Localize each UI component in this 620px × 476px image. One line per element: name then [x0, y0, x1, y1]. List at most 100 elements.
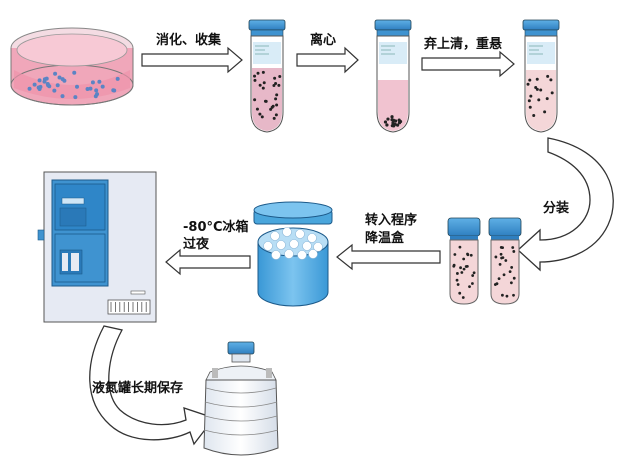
cell-dot [546, 74, 550, 78]
cell-dot [497, 277, 501, 281]
cell-dot [75, 84, 80, 89]
vial-slot [289, 239, 299, 249]
label-centrifuge: 离心 [310, 32, 336, 48]
cell-dot [27, 86, 32, 91]
freezing-container [253, 201, 333, 307]
arrow-discard-resuspend [421, 50, 515, 78]
cell-dot [38, 84, 43, 89]
cell-dot [253, 78, 257, 82]
cell-dot [395, 123, 400, 127]
cell-dot [42, 79, 47, 84]
cell-dot [385, 123, 389, 127]
cell-dot [275, 93, 279, 97]
cell-dot [502, 273, 506, 277]
label-transfer-box-line1: 转入程序 [365, 212, 417, 228]
ultra-low-freezer [37, 171, 157, 323]
cell-dot [253, 74, 257, 78]
cell-dot [512, 276, 516, 280]
label-digest-collect: 消化、收集 [156, 32, 222, 48]
cell-dot [549, 78, 553, 82]
cell-dot [88, 86, 93, 91]
cell-dot [535, 87, 539, 91]
cell-dot [46, 83, 51, 88]
label-freezer-line1: -80°C冰箱 [183, 219, 249, 235]
label-liquid-nitrogen: 液氮罐长期保存 [92, 380, 183, 396]
cell-dot [60, 94, 65, 99]
cell-dot [455, 278, 459, 282]
cell-dot [383, 120, 388, 124]
liquid-nitrogen-tank [203, 341, 279, 456]
cell-dot [261, 86, 265, 90]
vial-slot [307, 233, 317, 243]
vial-slot [295, 229, 305, 239]
cell-dot [495, 282, 499, 286]
cell-dot [452, 264, 456, 268]
cell-dot [466, 253, 470, 257]
tube-suspension [248, 19, 286, 133]
cell-dot [504, 259, 508, 262]
cell-dot [462, 267, 466, 271]
cell-dot [545, 97, 549, 101]
cell-dot [509, 281, 513, 285]
cell-dot [462, 257, 466, 261]
cell-dot [469, 253, 473, 257]
cell-dot [275, 103, 279, 107]
cell-dot [456, 272, 459, 275]
cell-dot [262, 81, 266, 85]
cell-dot [456, 283, 460, 286]
cell-dot [100, 84, 105, 89]
cell-dot [274, 113, 278, 117]
cell-dot [72, 70, 77, 75]
cell-dot [270, 105, 274, 109]
label-discard-resuspend: 弃上清，重悬 [424, 36, 502, 52]
cell-dot [472, 271, 476, 275]
cell-dot [464, 265, 468, 268]
cell-dot [511, 246, 515, 249]
cell-dot [535, 77, 539, 81]
label-transfer-box-line2: 降温盒 [365, 230, 405, 246]
cryovial-right-cells [493, 246, 516, 298]
tube-pellet-cells [383, 115, 403, 128]
cell-dot [512, 250, 516, 253]
cell-dot [260, 115, 264, 119]
cell-dot [94, 88, 99, 93]
tube-pellet [374, 19, 412, 133]
cryovial-left-cells [452, 245, 476, 299]
cell-dot [468, 285, 471, 289]
cell-dot [459, 266, 462, 270]
cell-dot [510, 266, 514, 269]
cell-dot [501, 246, 504, 250]
cell-dot [272, 116, 276, 120]
cell-dot [273, 76, 277, 80]
cell-dot [500, 256, 503, 260]
cell-dot [526, 82, 530, 86]
vial-slot [284, 249, 294, 259]
cell-dot [112, 88, 117, 93]
cell-dot [460, 271, 464, 274]
cell-dot [528, 105, 532, 109]
cell-dot [278, 74, 282, 78]
cell-dot [32, 82, 37, 87]
vial-slot [313, 242, 323, 252]
cell-dot [258, 83, 262, 87]
cell-dot [508, 270, 512, 273]
cell-dot [97, 79, 102, 84]
cell-dot [115, 76, 120, 81]
cell-dot [37, 78, 42, 83]
cell-dot [390, 115, 394, 119]
cell-dot [527, 99, 531, 103]
vial-slot [276, 240, 286, 250]
cell-dot [498, 262, 502, 266]
cell-dot [95, 92, 100, 97]
cell-dot [532, 114, 536, 118]
vial-slot [308, 249, 318, 259]
cell-dot [494, 255, 498, 259]
vial-slot [282, 227, 292, 237]
petri-dish [10, 27, 134, 106]
cell-dot [55, 83, 60, 88]
cell-dot [272, 84, 276, 88]
cell-dot [274, 81, 278, 85]
cell-dot [458, 245, 462, 249]
